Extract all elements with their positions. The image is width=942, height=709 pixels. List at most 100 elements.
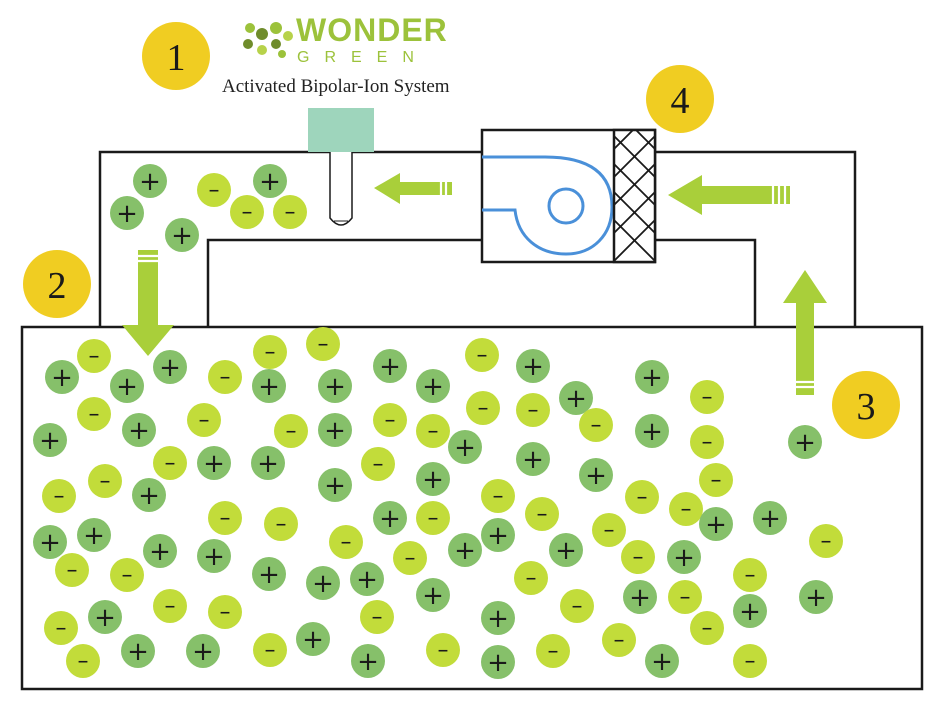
step-badge-3: 3 [832,371,900,439]
negative-ion: – [621,540,655,574]
plus-sign: + [629,583,651,613]
minus-sign: – [526,566,537,591]
plus-sign: + [116,199,138,229]
plus-sign: + [203,542,225,572]
minus-sign: – [405,546,416,571]
positive-ion: + [133,164,167,198]
minus-sign: – [265,638,276,663]
step-label: 4 [671,80,690,122]
plus-sign: + [127,637,149,667]
positive-ion: + [645,644,679,678]
minus-sign: – [276,512,287,537]
negative-ion: – [55,553,89,587]
positive-ion: + [318,468,352,502]
plus-sign: + [673,543,695,573]
plus-sign: + [705,510,727,540]
minus-sign: – [702,385,713,410]
positive-ion: + [153,350,187,384]
plus-sign: + [641,417,663,447]
negative-ion: – [465,338,499,372]
positive-ion: + [516,349,550,383]
positive-ion: + [753,501,787,535]
minus-sign: – [428,506,439,531]
positive-ion: + [448,430,482,464]
minus-sign: – [372,605,383,630]
plus-sign: + [259,167,281,197]
positive-ion: + [33,423,67,457]
positive-ion: + [143,534,177,568]
brand-tagline: Activated Bipolar-Ion System [222,76,450,97]
plus-sign: + [487,604,509,634]
positive-ion: + [350,562,384,596]
minus-sign: – [56,616,67,641]
positive-ion: + [110,196,144,230]
negative-ion: – [88,464,122,498]
positive-ion: + [77,518,111,552]
plus-sign: + [139,167,161,197]
negative-ion: – [274,414,308,448]
negative-ion: – [426,633,460,667]
negative-ion: – [733,558,767,592]
positive-ion: + [559,381,593,415]
negative-ion: – [592,513,626,547]
minus-sign: – [385,408,396,433]
minus-sign: – [318,332,329,357]
plus-sign: + [312,569,334,599]
negative-ion: – [733,644,767,678]
minus-sign: – [633,545,644,570]
negative-ion: – [253,633,287,667]
positive-ion: + [549,533,583,567]
plus-sign: + [555,536,577,566]
positive-ion: + [373,349,407,383]
minus-sign: – [548,639,559,664]
negative-ion: – [77,339,111,373]
negative-ion: – [560,589,594,623]
plus-sign: + [83,521,105,551]
plus-sign: + [257,449,279,479]
negative-ion: – [668,580,702,614]
plus-sign: + [39,426,61,456]
plus-sign: + [585,461,607,491]
minus-sign: – [604,518,615,543]
positive-ion: + [416,462,450,496]
positive-ion: + [416,578,450,612]
minus-sign: – [89,402,100,427]
plus-sign: + [454,536,476,566]
plus-sign: + [454,433,476,463]
positive-ion: + [251,446,285,480]
negative-ion: – [187,403,221,437]
negative-ion: – [536,634,570,668]
airflow-arrow-icon [122,250,174,356]
negative-ion: – [66,644,100,678]
negative-ion: – [264,507,298,541]
positive-ion: + [416,369,450,403]
plus-sign: + [794,428,816,458]
airflow-arrow-icon [374,173,452,204]
plus-sign: + [116,372,138,402]
positive-ion: + [635,360,669,394]
minus-sign: – [680,585,691,610]
negative-ion: – [525,497,559,531]
minus-sign: – [373,452,384,477]
minus-sign: – [54,484,65,509]
brand-name: WONDER [296,12,448,48]
minus-sign: – [821,529,832,554]
positive-ion: + [481,518,515,552]
plus-sign: + [159,353,181,383]
positive-ion: + [373,501,407,535]
minus-sign: – [78,649,89,674]
plus-sign: + [422,465,444,495]
plus-sign: + [149,537,171,567]
minus-sign: – [220,365,231,390]
negative-ion: – [373,403,407,437]
plus-sign: + [356,565,378,595]
negative-ion: – [208,501,242,535]
positive-ion: + [252,369,286,403]
step-label: 1 [167,37,186,79]
minus-sign: – [681,497,692,522]
positive-ion: + [481,601,515,635]
positive-ion: + [318,413,352,447]
negative-ion: – [208,360,242,394]
plus-sign: + [324,416,346,446]
positive-ion: + [165,218,199,252]
